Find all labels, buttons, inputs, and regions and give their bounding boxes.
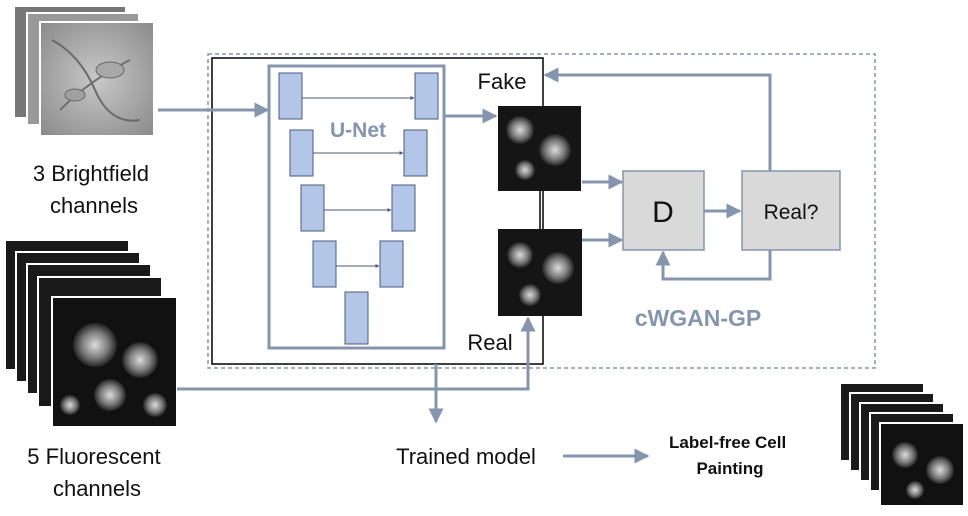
brightfield-image-stack (13, 5, 155, 137)
brightfield-label: 3 Brightfield channels (33, 161, 155, 218)
real-label: Real (467, 330, 512, 355)
result-label: Label-free Cell Painting (669, 433, 791, 478)
unet-label: U-Net (330, 119, 386, 142)
fluorescent-image-stack (4, 239, 178, 428)
real-question-label: Real? (764, 201, 819, 224)
real-image (498, 229, 582, 316)
discriminator-box (622, 170, 705, 251)
unet-block (267, 64, 446, 350)
fake-image (498, 106, 581, 191)
fake-label: Fake (478, 69, 527, 94)
discriminator-label: D (652, 196, 674, 229)
cwgan-gp-label: cWGAN-GP (635, 305, 762, 331)
arrow-feedback-to-discriminator (655, 250, 772, 281)
fluorescent-label: 5 Fluorescent channels (27, 444, 166, 501)
arrow-fluorescent-to-real (177, 316, 536, 391)
generator-frame (211, 57, 544, 365)
result-image-stack (839, 382, 965, 507)
real-question-box (741, 170, 841, 251)
trained-model-label: Trained model (396, 444, 536, 469)
arrow-feedback-to-generator (543, 67, 772, 171)
